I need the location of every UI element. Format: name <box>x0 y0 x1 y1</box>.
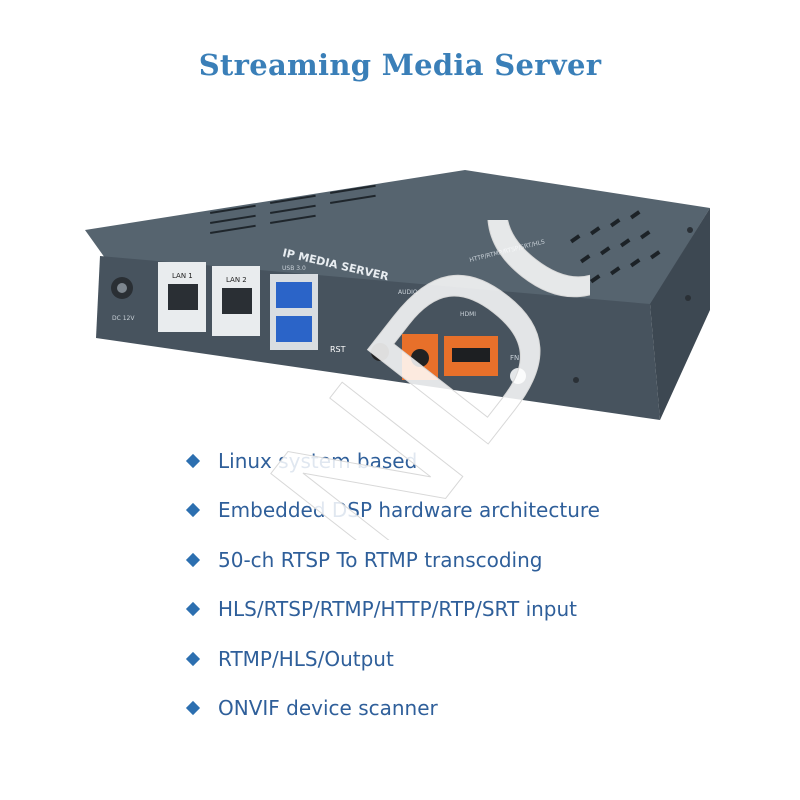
page-title: Streaming Media Server <box>198 48 602 82</box>
feature-item: HLS/RTSP/RTMP/HTTP/RTP/SRT input <box>186 585 600 635</box>
dc-label: DC 12V <box>112 315 135 322</box>
product-image: IP MEDIA SERVER HTTP/RTMP/RTSP/SRT/HLS D… <box>60 170 740 430</box>
diamond-bullet-icon <box>186 602 200 616</box>
diamond-bullet-icon <box>186 701 200 715</box>
device-side-face <box>650 208 710 420</box>
device-top-face <box>85 170 710 305</box>
feature-item: ONVIF device scanner <box>186 684 600 734</box>
feature-text: ONVIF device scanner <box>218 696 438 721</box>
usb-label: USB 3.0 <box>282 265 306 272</box>
feature-list: Linux system based Embedded DSP hardware… <box>186 436 600 733</box>
fn-button <box>510 368 526 384</box>
diamond-bullet-icon <box>186 454 200 468</box>
diamond-bullet-icon <box>186 503 200 517</box>
top-vents <box>209 184 376 234</box>
feature-text: HLS/RTSP/RTMP/HTTP/RTP/SRT input <box>218 597 578 622</box>
feature-text: RTMP/HLS/Output <box>218 646 394 671</box>
lan2-label: LAN 2 <box>226 276 247 284</box>
audio-label: AUDIO <box>398 289 418 296</box>
rst-label: RST <box>330 345 346 354</box>
feature-text: Embedded DSP hardware architecture <box>218 498 600 523</box>
feature-item: RTMP/HLS/Output <box>186 634 600 684</box>
side-vents <box>570 210 661 284</box>
fn-label: FN <box>510 354 519 362</box>
feature-item: Embedded DSP hardware architecture <box>186 486 600 536</box>
feature-text: Linux system based <box>218 448 418 473</box>
feature-text: 50-ch RTSP To RTMP transcoding <box>218 547 543 572</box>
feature-item: Linux system based <box>186 436 600 486</box>
diamond-bullet-icon <box>186 553 200 567</box>
lan1-label: LAN 1 <box>172 272 193 280</box>
hdmi-label: HDMI <box>460 311 476 318</box>
audio-jack-1 <box>371 343 389 361</box>
feature-item: 50-ch RTSP To RTMP transcoding <box>186 535 600 585</box>
diamond-bullet-icon <box>186 652 200 666</box>
